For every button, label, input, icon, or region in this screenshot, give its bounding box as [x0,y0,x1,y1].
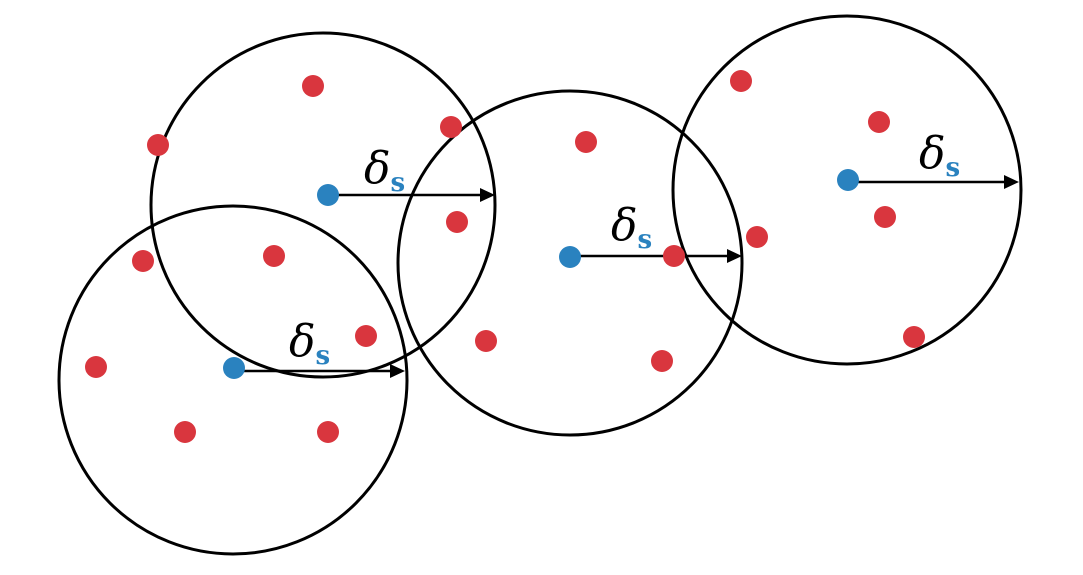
sample-points-layer [85,70,925,443]
delta-subscript: s [316,341,331,371]
center-point [223,357,245,379]
arrowhead-icon [727,249,742,263]
sample-point [874,206,896,228]
center-point [559,246,581,268]
center-points-layer [223,169,859,379]
radius-arrow-bottom-left [234,364,405,378]
radius-label-bottom-left: δs [289,316,330,371]
sample-point [651,350,673,372]
sample-point [575,131,597,153]
delta-subscript: s [391,168,406,198]
sample-point [174,421,196,443]
sample-point [302,75,324,97]
sample-point [355,325,377,347]
circle-layer [57,14,1023,556]
sample-point [317,421,339,443]
delta-symbol: δ [919,128,946,179]
delta-symbol: δ [611,200,638,251]
radius-label-top-left: δs [364,143,405,198]
sample-point [903,326,925,348]
sample-point [147,134,169,156]
radius-arrow-right [848,175,1019,189]
radius-label-right: δs [919,128,960,183]
arrowhead-icon [480,188,495,202]
neighborhood-circle-bottom-left [57,204,409,556]
neighborhood-circle-middle [396,89,744,437]
sample-point [85,356,107,378]
delta-symbol: δ [364,143,391,194]
radius-arrow-top-left [328,188,495,202]
radius-label-middle: δs [611,200,652,255]
delta-symbol: δ [289,316,316,367]
neighborhood-circle-top-left [149,31,497,379]
delta-subscript: s [638,225,653,255]
sample-point [263,245,285,267]
delta-subscript: s [946,153,961,183]
sample-point [475,330,497,352]
arrow-layer [234,175,1019,378]
center-point [317,184,339,206]
neighborhood-circle-right [671,14,1023,366]
sample-point [868,111,890,133]
arrowhead-icon [390,364,405,378]
radius-label-layer: δs δs δs δs [289,128,960,371]
center-point [837,169,859,191]
sample-point [663,245,685,267]
sample-point [440,116,462,138]
arrowhead-icon [1004,175,1019,189]
radius-arrow-middle [570,249,742,263]
sample-point [730,70,752,92]
sample-point [446,211,468,233]
sample-point [132,250,154,272]
sample-point [746,226,768,248]
